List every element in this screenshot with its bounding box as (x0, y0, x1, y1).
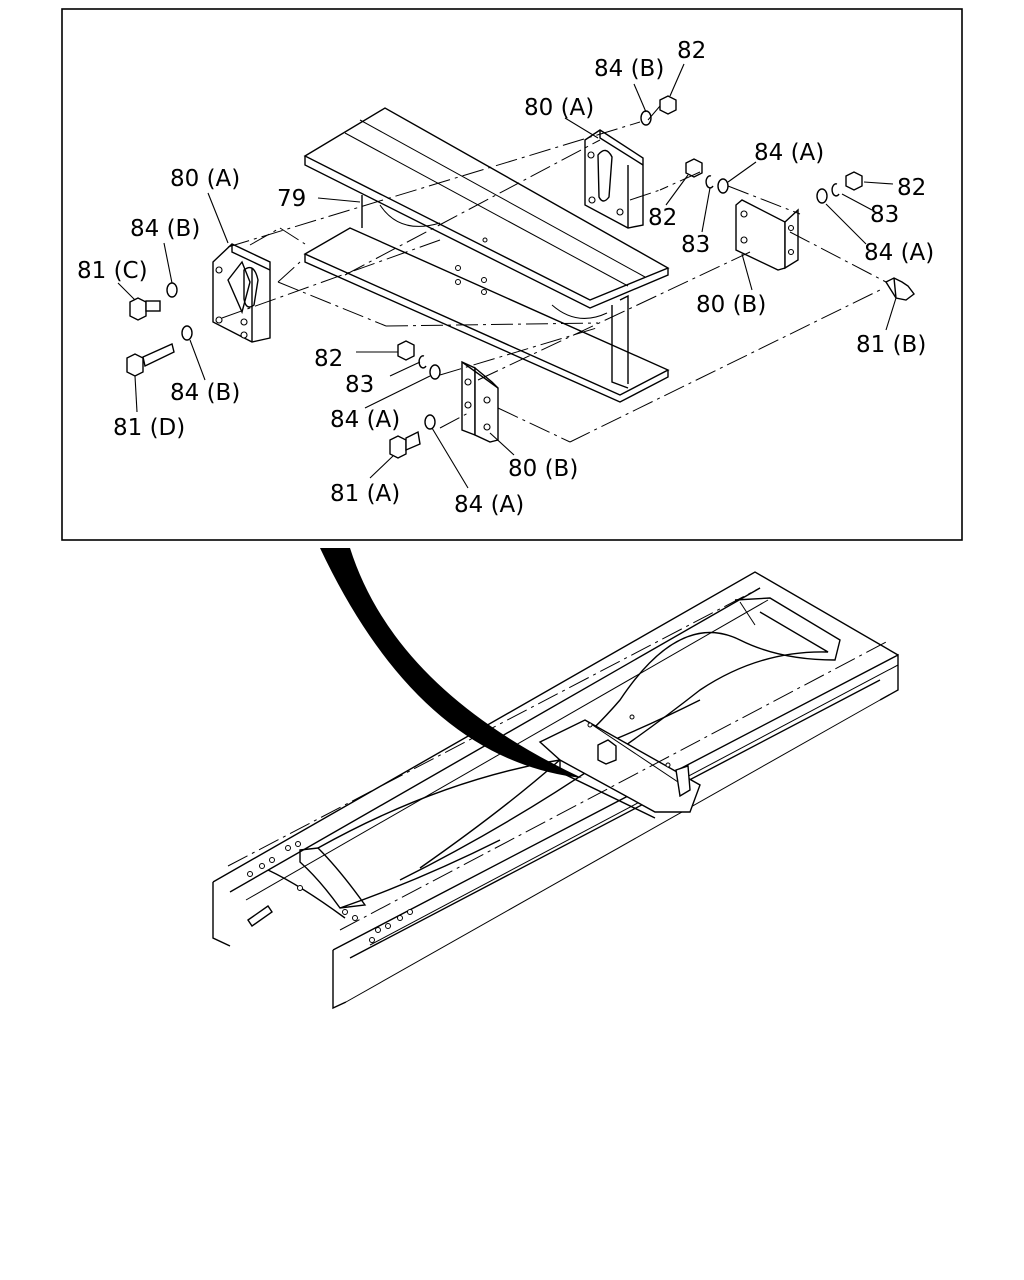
callout-labels: 84 (B) 82 80 (A) 84 (A) 82 82 83 83 84 (… (77, 38, 934, 518)
callout-82-right: 82 (897, 175, 926, 201)
callout-80b-right: 80 (B) (696, 292, 766, 318)
callout-84a-low: 84 (A) (330, 407, 400, 433)
callout-84b-left2: 84 (B) (170, 380, 240, 406)
callout-80b-low: 80 (B) (508, 456, 578, 482)
fasteners (126, 95, 915, 459)
callout-83-right: 83 (870, 202, 899, 228)
callout-83-mid: 83 (681, 232, 710, 258)
chassis-frame (212, 571, 899, 1010)
callout-82-top: 82 (677, 38, 706, 64)
callout-81a: 81 (A) (330, 481, 400, 507)
centre-lines (221, 105, 887, 443)
callout-81b: 81 (B) (856, 332, 926, 358)
callout-83-low: 83 (345, 372, 374, 398)
bracket-80a-top (584, 129, 644, 229)
callout-80a-top: 80 (A) (524, 95, 594, 121)
bracket-80b-low (461, 360, 499, 443)
callout-82-mid: 82 (648, 205, 677, 231)
detail-pointer-arrow (320, 548, 582, 778)
callout-81d: 81 (D) (113, 415, 185, 441)
bracket-80a-left (212, 243, 271, 343)
callout-81c: 81 (C) (77, 258, 148, 284)
callout-84a-bottom: 84 (A) (454, 492, 524, 518)
detail-frame (61, 8, 963, 541)
leader-lines (117, 63, 897, 489)
callout-84a-right2: 84 (A) (864, 240, 934, 266)
callout-84b-left: 84 (B) (130, 216, 200, 242)
crossmember-part-79 (303, 107, 670, 403)
callout-84b-top: 84 (B) (594, 56, 664, 82)
callout-82-low: 82 (314, 346, 343, 372)
callout-80a-left: 80 (A) (170, 166, 240, 192)
bracket-80b-right (735, 199, 799, 271)
callout-79: 79 (277, 186, 306, 212)
callout-84a-right: 84 (A) (754, 140, 824, 166)
